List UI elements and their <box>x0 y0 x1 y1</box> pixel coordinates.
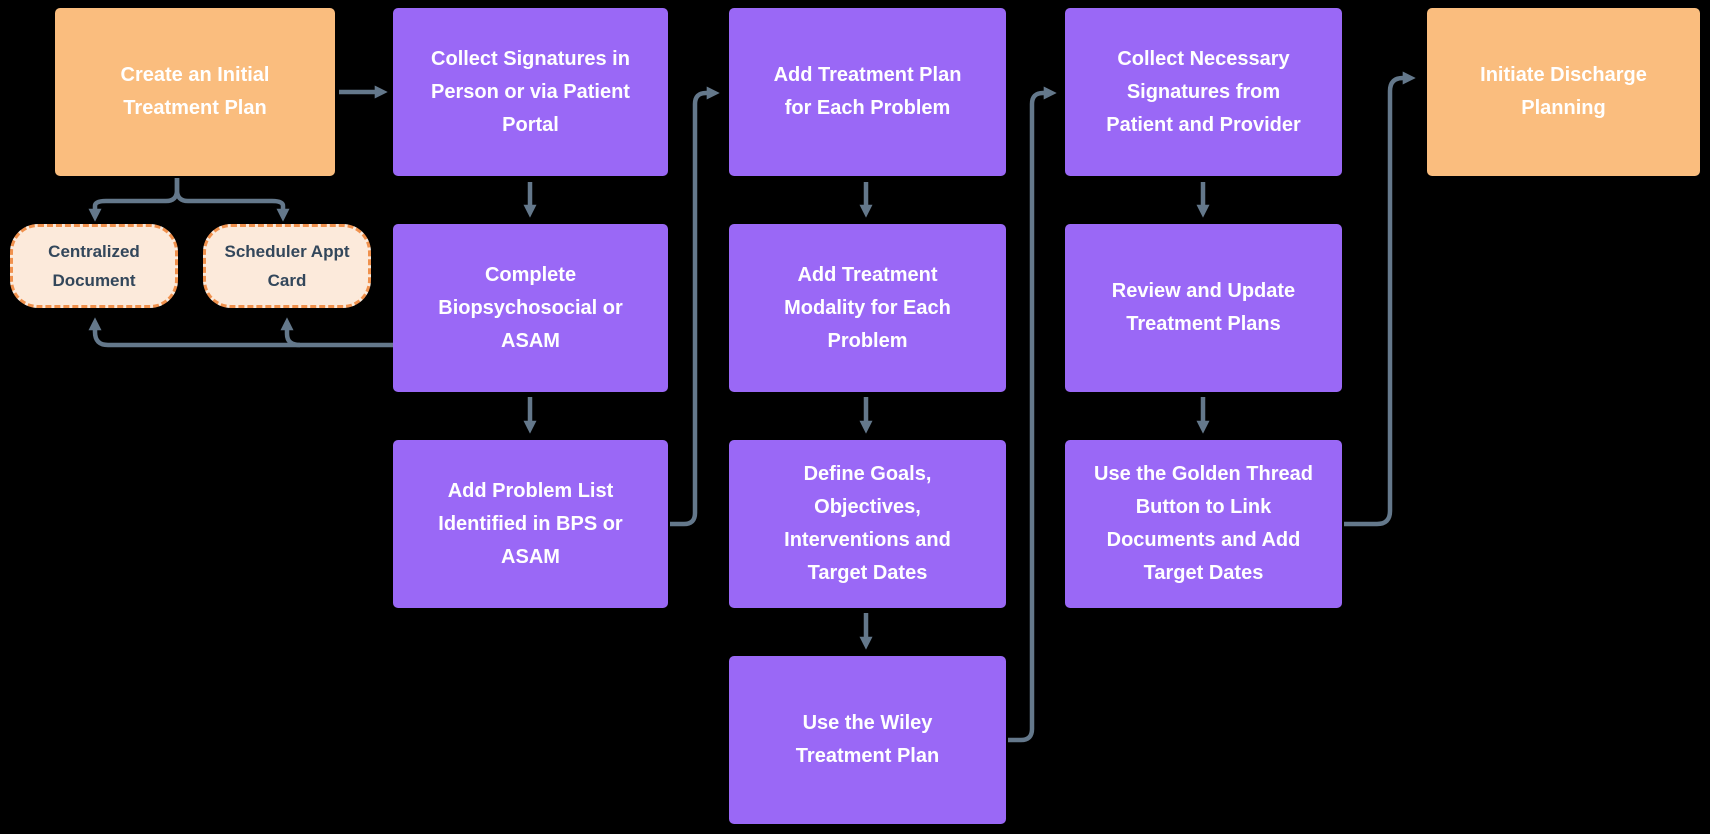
connector-bps-to-scheduler-appt-card <box>280 317 301 348</box>
node-complete-biopsychosocial-asam: Complete Biopsychosocial or ASAM <box>393 224 668 392</box>
node-collect-necessary-signatures: Collect Necessary Signatures from Patien… <box>1065 8 1342 176</box>
node-use-wiley-treatment-plan: Use the Wiley Treatment Plan <box>729 656 1006 824</box>
connector-create-to-scheduler-appt-card <box>174 178 290 222</box>
node-create-initial-treatment-plan: Create an Initial Treatment Plan <box>55 8 335 176</box>
node-centralized-document: Centralized Document <box>10 224 178 308</box>
connector-wiley-to-collect-necessary <box>1008 86 1057 743</box>
node-add-problem-list: Add Problem List Identified in BPS or AS… <box>393 440 668 608</box>
connector-create-to-centralized-document <box>88 178 180 222</box>
node-add-treatment-modality-each-problem: Add Treatment Modality for Each Problem <box>729 224 1006 392</box>
connector-golden-thread-to-discharge <box>1344 71 1416 527</box>
node-golden-thread-link-documents: Use the Golden Thread Button to Link Doc… <box>1065 440 1342 608</box>
node-add-treatment-plan-each-problem: Add Treatment Plan for Each Problem <box>729 8 1006 176</box>
connector-bps-to-centralized-document <box>88 317 393 348</box>
node-review-update-treatment-plans: Review and Update Treatment Plans <box>1065 224 1342 392</box>
node-collect-signatures-person-portal: Collect Signatures in Person or via Pati… <box>393 8 668 176</box>
node-define-goals-objectives: Define Goals, Objectives, Interventions … <box>729 440 1006 608</box>
node-scheduler-appt-card: Scheduler Appt Card <box>203 224 371 308</box>
connector-problem-list-to-treatment-plan <box>670 86 720 527</box>
node-initiate-discharge-planning: Initiate Discharge Planning <box>1427 8 1700 176</box>
